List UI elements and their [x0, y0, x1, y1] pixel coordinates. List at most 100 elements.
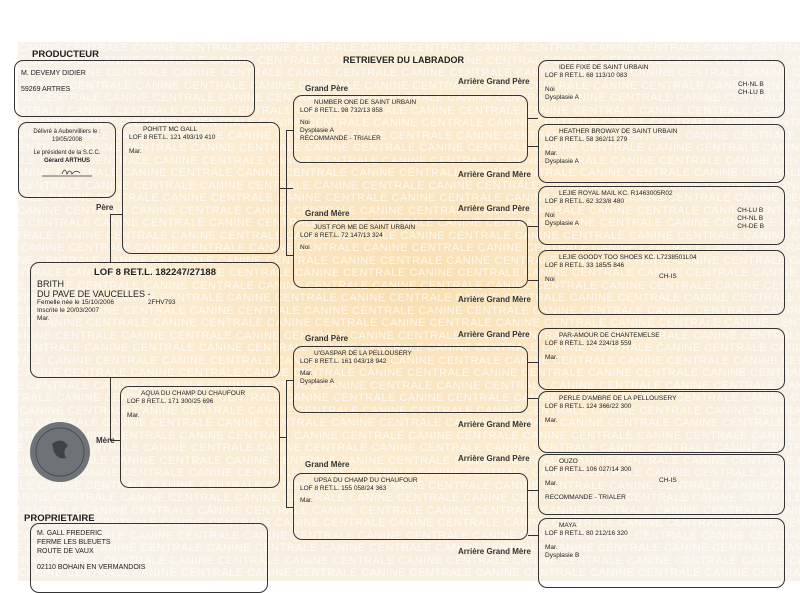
ggp-name: LEJIE ROYAL MAIL KC. R1463005R02	[559, 190, 673, 197]
ggp-title: CH-LU B	[737, 207, 764, 214]
mother-box: AQUA DU CHAMP DU CHAUFOUR LOF 8 RET.L. 1…	[120, 386, 280, 488]
watermark-line: CANINE CENTRALE CANINE CENTRALE CANINE C…	[18, 229, 800, 242]
connector	[110, 214, 111, 262]
watermark: CANINE CENTRALE CANINE CENTRALE CANINE C…	[18, 42, 800, 581]
ggp-title: CH-IS	[659, 477, 677, 484]
watermark-line: CANINE CENTRALE CANINE CENTRALE CANINE C…	[18, 167, 800, 179]
gp-health: Dysplasie A	[300, 378, 334, 385]
ggm-label: Arrière Grand Mère	[458, 295, 531, 304]
gp-name: UPSA DU CHAMP DU CHAUFOUR	[314, 477, 418, 484]
gp-color: Noi	[300, 119, 310, 126]
watermark-line: CANINE CENTRALE CANINE CENTRALE CANINE C…	[18, 504, 800, 517]
pedigree-document: CANINE CENTRALE CANINE CENTRALE CANINE C…	[18, 42, 800, 581]
ggp-lof: LOF 8 RET.L. 62 323/8 480	[545, 198, 625, 205]
watermark-line: CANINE CENTRALE CANINE CENTRALE CANINE C…	[18, 404, 800, 417]
great-grandparent-box: LEJIE GOODY TOO SHOES KC. L7238501L04 LO…	[538, 250, 785, 315]
gp-color: Mar.	[300, 370, 313, 377]
gp-color: Noi	[300, 244, 310, 251]
ggp-lof: LOF 8 RET.L. 124 224/18 559	[545, 340, 632, 347]
watermark-line: CANINE CENTRALE CANINE CENTRALE CANINE C…	[18, 354, 800, 367]
ggp-lof: LOF 8 RET.L. 33 185/5 846	[545, 262, 625, 269]
watermark-line: CANINE CENTRALE CANINE CENTRALE CANINE C…	[18, 54, 800, 67]
issued-box: Délivré à Aubervilliers le : 19/05/2008 …	[18, 122, 116, 198]
ggp-lof: LOF 8 RET.L. 80 212/16 320	[545, 530, 628, 537]
mother-name: AQUA DU CHAMP DU CHAUFOUR	[141, 390, 246, 397]
father-box: POHITT MC GALL LOF 8 RET.L. 121 493/19 4…	[122, 122, 280, 254]
watermark-line: CANINE CENTRALE CANINE CENTRALE CANINE C…	[18, 492, 800, 504]
watermark-line: CANINE CENTRALE CANINE CENTRALE CANINE C…	[18, 479, 800, 492]
producer-city: 59269 ARTRES	[21, 86, 71, 93]
grandmother-label: Grand Mère	[305, 209, 350, 218]
ggp-title: CH-NL B	[737, 81, 764, 88]
mother-lof: LOF 8 RET.L. 171 300/25 696	[127, 398, 214, 405]
connector	[286, 255, 293, 256]
grandparent-box: UPSA DU CHAMP DU CHAUFOUR LOF 8 RET.L. 1…	[293, 473, 528, 540]
ggp-color: Mar.	[545, 150, 558, 157]
mother-label: Mère	[96, 436, 115, 445]
watermark-line: CANINE CENTRALE CANINE CENTRALE CANINE C…	[18, 567, 800, 579]
watermark-line: CANINE CENTRALE CANINE CENTRALE CANINE C…	[18, 529, 800, 542]
ggp-name: PAR-AMOUR DE CHANTEMELSE	[559, 332, 660, 339]
great-grandparent-box: LEJIE ROYAL MAIL KC. R1463005R02 LOF 8 R…	[538, 186, 785, 245]
gp-lof: LOF 8 RET.L. 155 058/24 363	[300, 485, 387, 492]
owner-name: M. GALL FREDERIC	[37, 530, 103, 537]
great-grandparent-box: OUZO LOF 8 RET.L. 106 027/14 300 CH-IS M…	[538, 454, 785, 515]
ggp-color: Mar.	[545, 544, 558, 551]
producer-box: M. DEVEMY DIDIER 59269 ARTRES	[14, 60, 255, 117]
watermark-line: CANINE CENTRALE CANINE CENTRALE CANINE C…	[18, 154, 800, 167]
dog-name: BRITH	[37, 279, 64, 289]
dog-tattoo: 2FHV793	[147, 299, 176, 306]
ggf-label: Arrière Grand Père	[458, 77, 530, 86]
father-lof: LOF 8 RET.L. 121 493/19 410	[129, 134, 216, 141]
watermark-line: CANINE CENTRALE CANINE CENTRALE CANINE C…	[18, 379, 800, 392]
ggp-title: CH-NL B	[737, 215, 764, 222]
father-name: POHITT MC GALL	[143, 126, 198, 133]
connector	[110, 378, 111, 440]
gp-lof: LOF 8 RET.L. 72 147/13 324	[300, 232, 383, 239]
connector	[528, 398, 538, 399]
watermark-line: CANINE CENTRALE CANINE CENTRALE CANINE C…	[18, 129, 800, 142]
ggp-lof: LOF 8 RET.L. 124 366/22 300	[545, 403, 632, 410]
connector	[286, 380, 293, 381]
gp-name: U'GASPAR DE LA PELLOUSERY	[314, 350, 412, 357]
ggp-health: Dysplasie A	[545, 158, 579, 165]
great-grandparent-box: PERLE D'AMBRE DE LA PELLOUSERY LOF 8 RET…	[538, 391, 785, 453]
producer-name: M. DEVEMY DIDIER	[21, 70, 86, 77]
watermark-line: CANINE CENTRALE CANINE CENTRALE CANINE C…	[18, 254, 800, 267]
gp-color: Mar.	[300, 497, 313, 504]
seal-stamp	[30, 422, 90, 482]
watermark-line: CANINE CENTRALE CANINE CENTRALE CANINE C…	[18, 580, 800, 582]
father-label: Père	[96, 203, 114, 212]
watermark-line: CANINE CENTRALE CANINE CENTRALE CANINE C…	[18, 329, 800, 342]
connector	[528, 146, 538, 147]
watermark-line: CANINE CENTRALE CANINE CENTRALE CANINE C…	[18, 117, 800, 129]
watermark-line: CANINE CENTRALE CANINE CENTRALE CANINE C…	[18, 204, 800, 217]
grandparent-box: JUST FOR ME DE SAINT URBAIN LOF 8 RET.L.…	[293, 220, 528, 288]
ggp-color: Noi	[545, 86, 555, 93]
issued-date: 19/05/2008	[51, 136, 83, 143]
ggm-label: Arrière Grand Mère	[458, 420, 531, 429]
grandparent-box: NUMBER ONE DE SAINT URBAIN LOF 8 RET.L. …	[293, 95, 528, 163]
watermark-line: CANINE CENTRALE CANINE CENTRALE CANINE C…	[18, 79, 800, 92]
connector	[286, 130, 293, 131]
producer-heading: PRODUCTEUR	[32, 49, 100, 60]
owner-address: ROUTE DE VAUX	[37, 548, 94, 555]
ggp-lof: LOF 8 RET.L. 68 113/10 083	[545, 72, 628, 79]
watermark-line: CANINE CENTRALE CANINE CENTRALE CANINE C…	[18, 454, 800, 467]
watermark-line: CANINE CENTRALE CANINE CENTRALE CANINE C…	[18, 542, 800, 554]
ggp-lof: LOF 8 RET.L. 106 027/14 300	[545, 466, 632, 473]
gp-name: NUMBER ONE DE SAINT URBAIN	[314, 99, 417, 106]
ggp-color: Noi	[545, 276, 555, 283]
connector	[528, 490, 538, 491]
watermark-line: CANINE CENTRALE CANINE CENTRALE CANINE C…	[18, 317, 800, 329]
ggp-note: RECOMMANDE - TRIALER	[545, 494, 626, 501]
ggp-name: MAYA	[559, 522, 577, 529]
gp-health: Dysplasie A	[300, 127, 334, 134]
grandmother-label: Grand Mère	[305, 460, 350, 469]
connector	[286, 380, 287, 507]
dog-box: LOF 8 RET.L. 182247/27188 BRITH DU PAVE …	[30, 262, 280, 378]
ggp-name: HEATHER BROWAY DE SAINT URBAIN	[559, 128, 678, 135]
owner-box: M. GALL FREDERIC FERME LES BLEUETS ROUTE…	[30, 523, 268, 593]
issued-role: Le président de la S.C.C.	[33, 150, 101, 156]
ggf-label: Arrière Grand Père	[458, 454, 530, 463]
